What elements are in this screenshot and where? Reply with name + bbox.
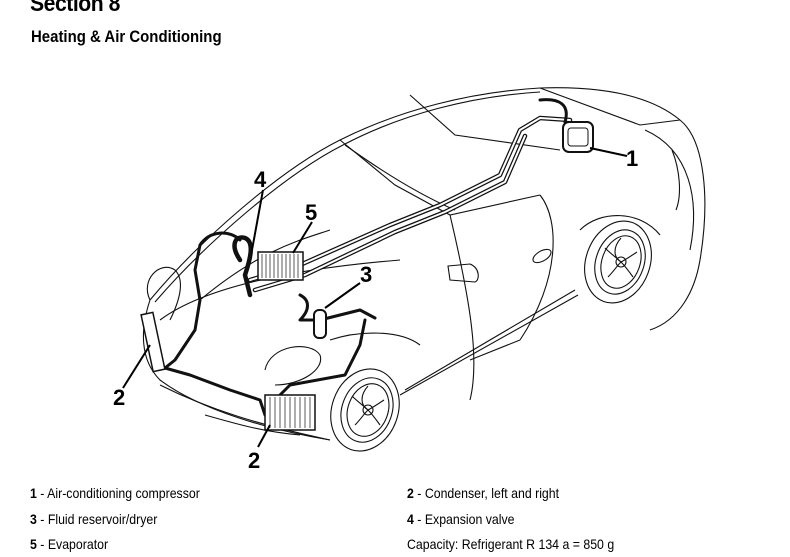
legend-text: Fluid reservoir/dryer — [47, 511, 158, 527]
page-title: Heating & Air Conditioning — [31, 27, 222, 46]
callout-5: 5 — [305, 200, 317, 225]
legend-item-1: 1 - Air-conditioning compressor — [30, 485, 200, 501]
legend-number: 2 — [407, 485, 414, 501]
legend-number: 3 — [30, 511, 37, 527]
leader-3 — [324, 282, 361, 309]
leader-4 — [251, 189, 264, 251]
legend-number: 5 — [30, 536, 37, 552]
callout-1: 1 — [626, 146, 638, 171]
legend-item-2: 2 - Condenser, left and right — [407, 485, 560, 501]
callout-3: 3 — [360, 262, 372, 287]
callout-2-right: 2 — [248, 448, 260, 470]
legend-item-3: 3 - Fluid reservoir/dryer — [30, 511, 158, 527]
legend-item-5: 5 - Evaporator — [30, 536, 109, 552]
rear-wheel — [579, 215, 661, 304]
front-wheel — [330, 368, 400, 452]
legend-text: Evaporator — [47, 536, 109, 552]
condenser-left — [140, 311, 166, 373]
legend-item-4: 4 - Expansion valve — [407, 511, 515, 527]
leader-2-left — [122, 344, 151, 389]
leader-2-right — [257, 424, 271, 448]
callout-4: 4 — [254, 167, 267, 192]
legend-number: 1 — [30, 485, 37, 501]
compressor — [538, 98, 594, 153]
condenser-right — [264, 394, 316, 431]
legend-text: Expansion valve — [424, 511, 515, 527]
evaporator — [257, 251, 304, 281]
section-heading: Section 8 — [30, 0, 120, 16]
refrigerant-capacity: Capacity: Refrigerant R 134 a = 850 g — [407, 536, 615, 552]
ac-system-diagram: 1 4 5 3 2 2 — [113, 87, 706, 470]
legend-text: Condenser, left and right — [424, 485, 560, 501]
legend-text: Air-conditioning compressor — [47, 485, 200, 501]
fluid-reservoir — [313, 309, 327, 339]
car-body-outline — [142, 87, 706, 441]
callout-2-left: 2 — [113, 385, 125, 410]
leader-5 — [292, 221, 313, 254]
leader-1 — [589, 147, 628, 157]
legend-number: 4 — [407, 511, 414, 527]
